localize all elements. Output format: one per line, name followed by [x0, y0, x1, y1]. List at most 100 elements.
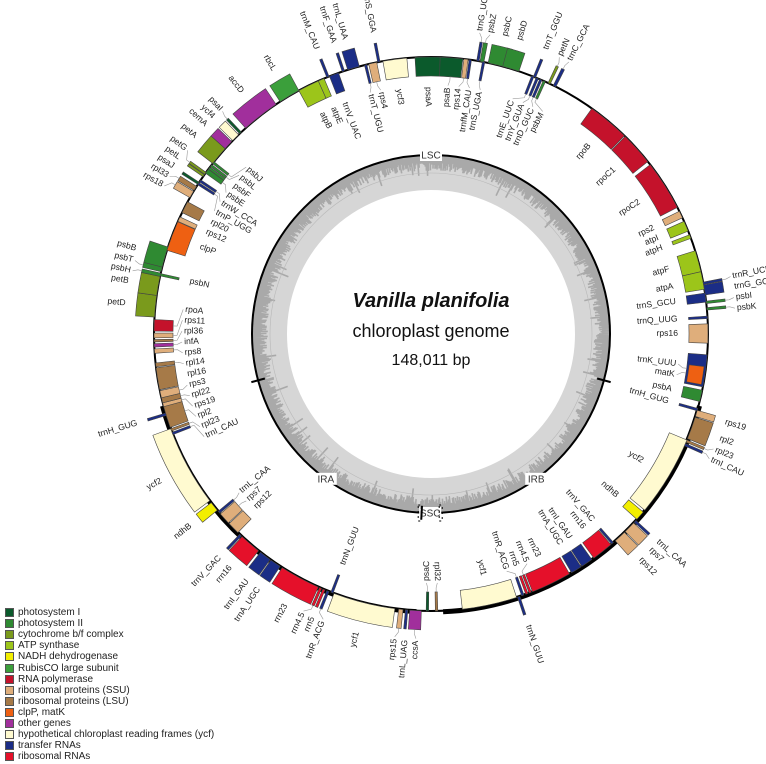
gene-rpl33[interactable] — [177, 175, 198, 191]
gene-rps8[interactable] — [154, 347, 174, 354]
gene-trnm-cau[interactable] — [319, 58, 330, 78]
gene-trnn-guu[interactable] — [517, 595, 527, 616]
gene-psab[interactable] — [439, 56, 464, 79]
gene-rpl14[interactable] — [155, 360, 176, 368]
gene-rpoc2[interactable] — [634, 164, 678, 217]
gene-psba[interactable] — [680, 385, 703, 402]
gene-rps18[interactable] — [172, 181, 194, 199]
gene-trni-gau[interactable] — [248, 551, 271, 576]
gene-rps7[interactable] — [624, 522, 648, 546]
gene-accd[interactable] — [232, 88, 277, 129]
gene-petd[interactable] — [135, 292, 158, 318]
gene-rrn23[interactable] — [525, 557, 570, 593]
gene-trnr-ucu[interactable] — [702, 278, 723, 285]
gene-atph[interactable] — [671, 234, 692, 246]
gene-trni-gau[interactable] — [571, 543, 593, 567]
gene-rps4[interactable] — [368, 62, 381, 83]
gene-trne-uuc[interactable] — [524, 75, 535, 95]
gene-psbl[interactable] — [209, 164, 228, 179]
gene-rrn5[interactable] — [518, 575, 529, 595]
gene-psbf[interactable] — [208, 166, 226, 181]
gene-trns-gcu[interactable] — [685, 292, 707, 305]
gene-rps11[interactable] — [153, 332, 174, 339]
gene-rpl36[interactable] — [153, 338, 174, 343]
gene-matk[interactable] — [686, 364, 705, 385]
gene-trni-cau[interactable] — [171, 425, 192, 436]
gene-psbm[interactable] — [535, 80, 546, 100]
gene-rpob[interactable] — [580, 108, 625, 150]
gene-trnp-ugg[interactable] — [197, 182, 216, 196]
gene-psai[interactable] — [226, 117, 242, 135]
gene-trna-ugc[interactable] — [561, 550, 582, 574]
gene-psbi[interactable] — [705, 298, 726, 304]
gene-trnh-gug[interactable] — [146, 412, 167, 422]
gene-ycf2[interactable] — [152, 428, 211, 513]
gene-trnl-uag[interactable] — [403, 609, 409, 630]
gene-rrn23[interactable] — [271, 567, 319, 605]
gene-clpp[interactable] — [166, 221, 196, 257]
gene-rps16[interactable] — [688, 323, 709, 344]
gene-psac[interactable] — [425, 591, 430, 612]
gene-trny-gua[interactable] — [528, 77, 539, 97]
gene-trnf-gaa[interactable] — [335, 52, 345, 73]
gene-trnr-acg[interactable] — [319, 590, 330, 610]
gene-trnl-caa[interactable] — [217, 498, 235, 514]
gene-petn[interactable] — [547, 65, 559, 85]
gene-trnn-guu[interactable] — [330, 574, 341, 594]
gene-psbn[interactable] — [159, 273, 180, 281]
gene-trna-ugc[interactable] — [259, 559, 281, 583]
gene-trnv-gac[interactable] — [598, 527, 614, 545]
gene-atpa[interactable] — [682, 271, 705, 293]
gene-trnfm-cau[interactable] — [466, 59, 472, 80]
gene-trns-gga[interactable] — [373, 42, 381, 63]
gene-ycf2[interactable] — [629, 432, 688, 511]
gene-rrn16[interactable] — [582, 529, 612, 559]
gene-rrn4-5[interactable] — [311, 587, 323, 607]
gene-trnr-acg[interactable] — [515, 576, 525, 597]
gene-petl[interactable] — [186, 163, 205, 178]
gene-rrn5[interactable] — [314, 588, 326, 608]
gene-trnt-ggu[interactable] — [533, 58, 544, 78]
gene-trnh-gug[interactable] — [678, 403, 699, 412]
gene-rrn16[interactable] — [228, 536, 259, 567]
gene-trnv-gac[interactable] — [226, 533, 242, 551]
gene-rps12[interactable] — [228, 510, 252, 534]
gene-rps12[interactable] — [177, 216, 198, 230]
gene-rpoa[interactable] — [153, 319, 174, 332]
gene-infa[interactable] — [153, 342, 174, 348]
gene-rpl32[interactable] — [434, 591, 439, 612]
gene-trng-ucc[interactable] — [476, 41, 483, 62]
gene-ycf1[interactable] — [459, 578, 517, 610]
gene-psbb[interactable] — [143, 240, 169, 268]
gene-atpi[interactable] — [666, 220, 689, 239]
gene-ycf1[interactable] — [326, 593, 396, 628]
gene-trnw-cca[interactable] — [199, 179, 218, 193]
gene-psaa[interactable] — [414, 56, 441, 77]
gene-rps7[interactable] — [219, 501, 243, 524]
gene-rps12[interactable] — [614, 531, 639, 556]
gene-trnl-caa[interactable] — [633, 519, 651, 536]
gene-trns-uga[interactable] — [478, 61, 486, 82]
gene-trnd-guc[interactable] — [531, 78, 543, 98]
gene-ccsa[interactable] — [407, 609, 422, 631]
gene-rpoc1[interactable] — [611, 136, 649, 174]
gene-rps3[interactable] — [159, 386, 181, 399]
gene-ycf4[interactable] — [218, 120, 239, 141]
gene-trnt-ugu[interactable] — [364, 64, 372, 84]
gene-ndhb[interactable] — [195, 502, 218, 523]
gene-rps14[interactable] — [461, 58, 469, 79]
gene-rpl20[interactable] — [181, 201, 205, 222]
gene-rps15[interactable] — [396, 608, 404, 629]
gene-rpl16[interactable] — [155, 365, 179, 391]
gene-rpl23[interactable] — [170, 421, 190, 432]
gene-rrn4-5[interactable] — [522, 574, 532, 594]
gene-ndhb[interactable] — [622, 499, 644, 520]
gene-atpe[interactable] — [317, 78, 332, 99]
gene-rpl2[interactable] — [687, 416, 714, 447]
gene-rps2[interactable] — [661, 210, 683, 227]
gene-psbk[interactable] — [706, 305, 727, 311]
gene-rbcl[interactable] — [269, 73, 300, 103]
gene-trnq-uug[interactable] — [688, 315, 708, 320]
gene-trnc-gca[interactable] — [552, 68, 565, 88]
gene-psbd[interactable] — [502, 47, 526, 72]
